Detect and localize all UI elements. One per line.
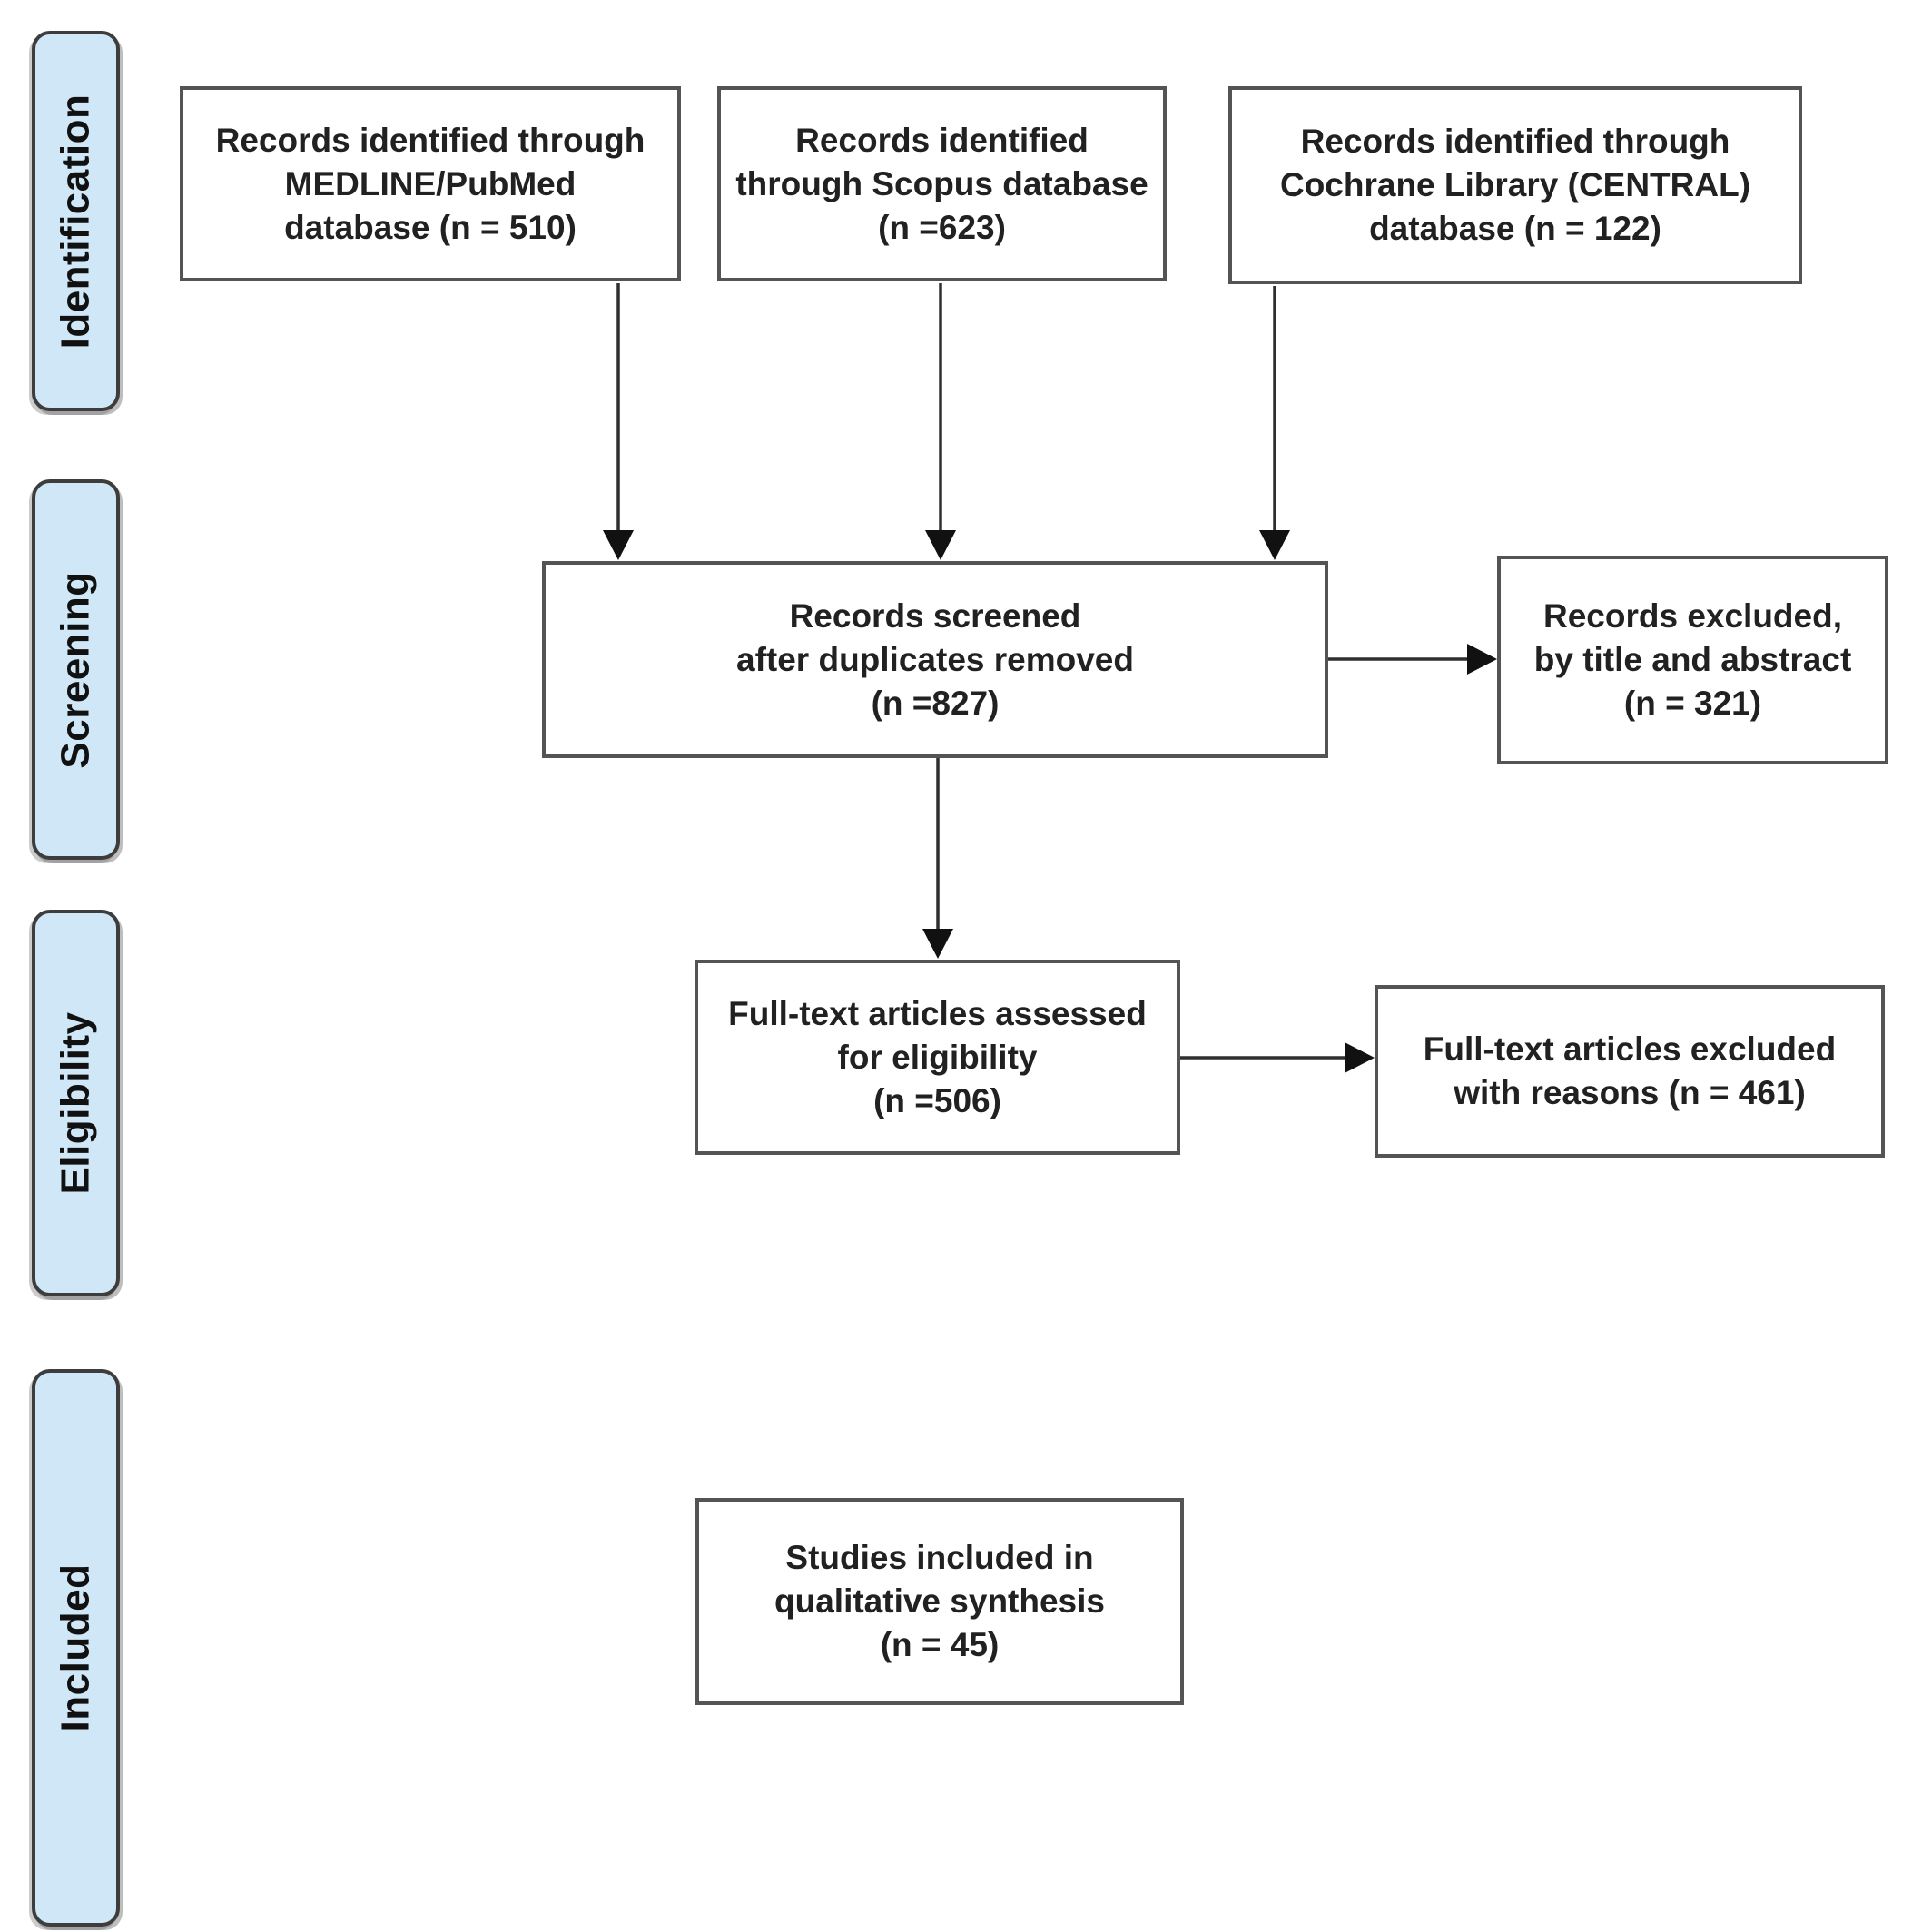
node-text-line: through Scopus database (735, 164, 1148, 202)
node-records-excluded: Records excluded, by title and abstract … (1497, 556, 1888, 764)
stage-label-identification: Identification (32, 31, 120, 411)
node-text-line: (n = 45) (880, 1626, 1000, 1663)
arrow-medline-to-screened (603, 283, 634, 560)
arrow-screened-to-records-excluded (1328, 644, 1497, 675)
node-text-line: for eligibility (837, 1038, 1038, 1076)
node-text-line: Records identified through (215, 121, 646, 159)
node-fulltext-excluded: Full-text articles excluded with reasons… (1375, 985, 1885, 1158)
node-text-line: (n =623) (878, 208, 1006, 246)
stage-label-included: Included (32, 1369, 120, 1927)
node-text-line: Records identified through (1300, 123, 1730, 160)
arrow-cochrane-to-screened (1259, 286, 1290, 560)
node-text-line: database (n = 510) (284, 208, 577, 246)
node-text-line: Full-text articles assessed (728, 994, 1147, 1032)
node-text-line: Cochrane Library (CENTRAL) (1279, 166, 1751, 203)
node-records-identified-scopus: Records identified through Scopus databa… (717, 86, 1167, 281)
arrow-screened-to-fulltext (922, 758, 953, 959)
arrow-fulltext-to-fulltext-excluded (1180, 1042, 1375, 1073)
stage-label-eligibility: Eligibility (32, 910, 120, 1296)
node-studies-included: Studies included in qualitative synthesi… (695, 1498, 1184, 1705)
node-records-identified-medline: Records identified through MEDLINE/PubMe… (180, 86, 681, 281)
node-text-line: Records identified (795, 121, 1089, 159)
node-fulltext-assessed: Full-text articles assessed for eligibil… (695, 960, 1180, 1155)
node-text-line: Full-text articles excluded (1423, 1030, 1837, 1068)
node-text-line: (n =506) (873, 1081, 1001, 1119)
node-text-line: with reasons (n = 461) (1454, 1074, 1806, 1111)
node-text-line: (n =827) (871, 684, 1000, 722)
node-records-screened: Records screened after duplicates remove… (542, 561, 1328, 758)
node-text-line: qualitative synthesis (774, 1582, 1105, 1620)
arrow-scopus-to-screened (925, 283, 956, 560)
stage-label-screening: Screening (32, 479, 120, 860)
node-text-line: (n = 321) (1623, 685, 1762, 722)
node-text-line: after duplicates removed (736, 640, 1134, 678)
node-text-line: by title and abstract (1533, 641, 1852, 678)
node-text-line: Records excluded, (1542, 597, 1842, 635)
node-text-line: Records screened (789, 596, 1081, 635)
node-records-identified-cochrane: Records identified through Cochrane Libr… (1228, 86, 1802, 284)
node-text-line: MEDLINE/PubMed (284, 164, 577, 202)
node-text-line: Studies included in (785, 1539, 1094, 1576)
node-text-line: database (n = 122) (1369, 210, 1661, 247)
